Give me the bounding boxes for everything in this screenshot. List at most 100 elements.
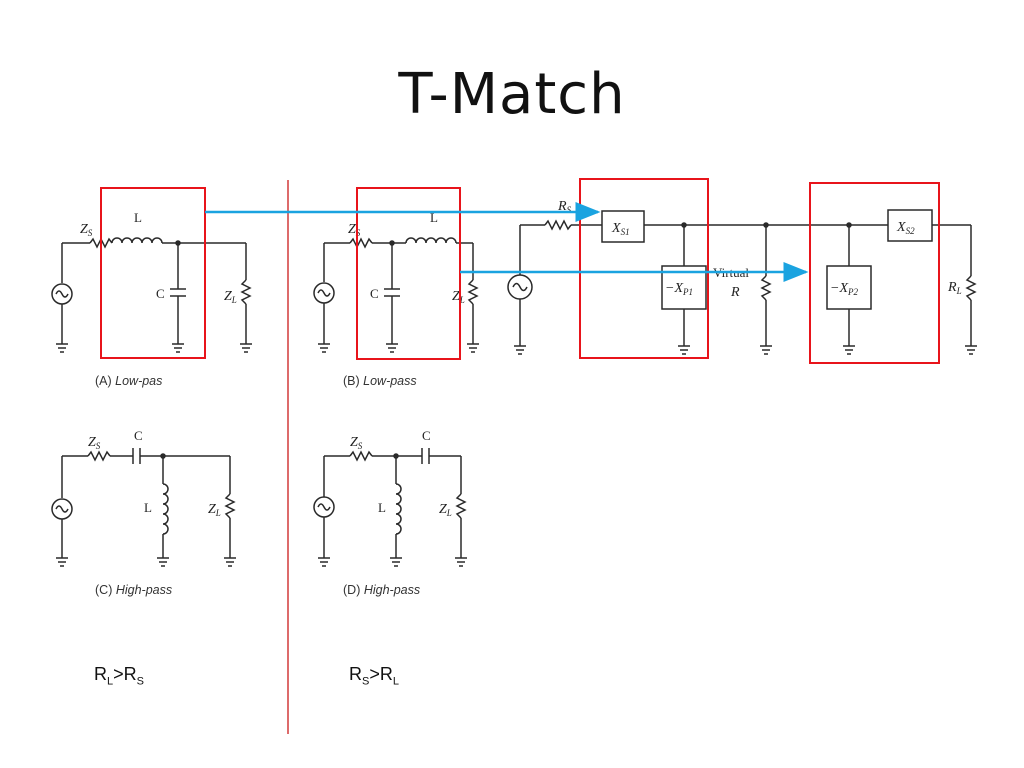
svg-text:ZL: ZL [208, 502, 221, 518]
resistor-zl-icon [224, 493, 236, 519]
circuit-a-low-pass [51, 237, 252, 353]
ground-icon [678, 345, 690, 355]
resistor-zl-icon [467, 279, 479, 305]
inductor-label: L [378, 500, 386, 515]
slide-title: T-Match [398, 62, 626, 127]
zl-label: Z [439, 502, 447, 517]
inductor-label: L [144, 500, 152, 515]
inductor-icon [111, 237, 163, 244]
circuit-d-high-pass [313, 448, 467, 567]
zl-sub-label: L [231, 295, 237, 305]
resistor-rl-icon [965, 275, 977, 301]
inductor-icon [395, 483, 402, 535]
xp2-label: −X [830, 281, 848, 296]
ground-icon [56, 343, 68, 353]
xs1-sub-label: S1 [621, 227, 630, 237]
caption-a: (A) Low-pas [95, 374, 162, 388]
svg-text:−XP2: −XP2 [830, 281, 858, 297]
ground-icon [224, 557, 236, 567]
capacitor-label: C [134, 428, 143, 443]
circuit-b-low-pass [313, 237, 479, 353]
condition-left: RL>RS [94, 664, 144, 688]
ground-icon [467, 343, 479, 353]
ground-icon [843, 345, 855, 355]
caption-d: (D) High-pass [343, 583, 420, 597]
svg-text:ZL: ZL [224, 289, 237, 305]
zl-sub-label: L [459, 295, 465, 305]
svg-text:ZS: ZS [88, 435, 101, 451]
rs-sub-label: S [567, 205, 572, 215]
capacitor-label: C [156, 286, 165, 301]
svg-text:ZS: ZS [348, 222, 361, 238]
highlight-box-xp2-xs2 [809, 182, 940, 364]
ground-icon [56, 557, 68, 567]
zl-label: Z [208, 502, 216, 517]
svg-text:RL: RL [947, 280, 962, 296]
zs-sub-label: S [96, 441, 101, 451]
xs1-label: X [611, 221, 621, 236]
resistor-zs-icon [349, 450, 373, 462]
xp1-label: −X [665, 281, 683, 296]
svg-text:ZS: ZS [80, 222, 93, 238]
inductor-label: L [134, 210, 142, 225]
ground-icon [240, 343, 252, 353]
highlight-box-b [356, 187, 461, 360]
resistor-zs-icon [349, 237, 373, 249]
ground-icon [390, 557, 402, 567]
svg-text:ZS: ZS [350, 435, 363, 451]
ground-icon [760, 345, 772, 355]
xp2-block [826, 265, 872, 310]
circuit-c-high-pass [51, 448, 236, 567]
ground-icon [172, 343, 184, 353]
svg-text:RS: RS [557, 199, 572, 215]
resistor-rs-icon [544, 219, 572, 231]
caption-c: (C) High-pass [95, 583, 172, 597]
svg-text:ZL: ZL [452, 289, 465, 305]
rl-label: R [947, 280, 957, 295]
inductor-icon [162, 483, 169, 535]
zs-label: Z [80, 222, 88, 237]
zs-label: Z [88, 435, 96, 450]
resistor-virtual-icon [760, 275, 772, 301]
ground-icon [386, 343, 398, 353]
ground-icon [455, 557, 467, 567]
zs-sub-label: S [88, 228, 93, 238]
capacitor-label: C [422, 428, 431, 443]
xp1-sub-label: P1 [682, 287, 693, 297]
rs-label: R [557, 199, 567, 214]
resistor-zl-icon [240, 279, 252, 305]
zs-sub-label: S [356, 228, 361, 238]
inductor-icon [405, 237, 457, 244]
ground-icon [318, 557, 330, 567]
svg-text:XS2: XS2 [896, 220, 915, 236]
xs1-block [601, 210, 645, 243]
zs-label: Z [350, 435, 358, 450]
svg-text:−XP1: −XP1 [665, 281, 693, 297]
condition-right: RS>RL [349, 664, 399, 688]
zl-label: Z [452, 289, 460, 304]
highlight-box-a [100, 187, 206, 359]
caption-b: (B) Low-pass [343, 374, 417, 388]
resistor-zs-icon [87, 450, 111, 462]
virtual-r-label: R [730, 285, 740, 300]
capacitor-label: C [370, 286, 379, 301]
resistor-zl-icon [455, 493, 467, 519]
inductor-label: L [430, 210, 438, 225]
xp2-sub-label: P2 [847, 287, 858, 297]
xs2-label: X [896, 220, 906, 235]
rl-sub-label: L [956, 286, 962, 296]
zl-sub-label: L [446, 508, 452, 518]
ground-icon [157, 557, 169, 567]
highlight-box-xs1-xp1 [579, 178, 709, 359]
ground-icon [965, 345, 977, 355]
xs2-sub-label: S2 [906, 226, 916, 236]
svg-text:XS1: XS1 [611, 221, 630, 237]
zl-sub-label: L [215, 508, 221, 518]
ground-icon [318, 343, 330, 353]
zs-label: Z [348, 222, 356, 237]
zl-label: Z [224, 289, 232, 304]
zs-sub-label: S [358, 441, 363, 451]
svg-text:ZL: ZL [439, 502, 452, 518]
ground-icon [514, 345, 526, 355]
